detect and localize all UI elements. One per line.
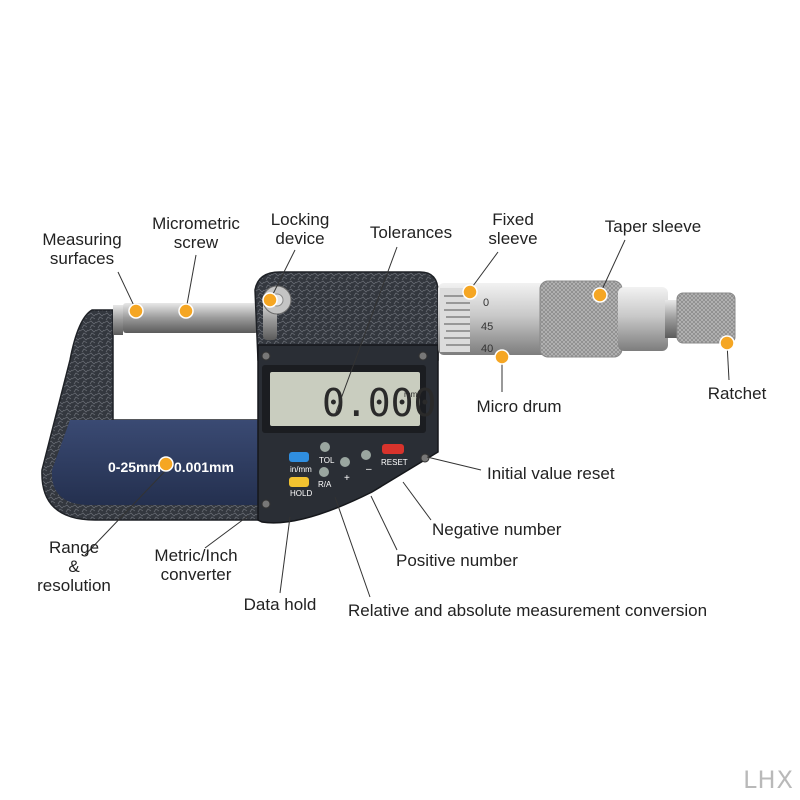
label-relative-absolute: Relative and absolute measurement conver… [348, 601, 708, 620]
minus-label: – [366, 464, 372, 475]
range-text: 0-25mm [108, 459, 161, 475]
resolution-text: 0.001mm [174, 459, 234, 475]
label-positive-number: Positive number [396, 551, 518, 570]
label-metric-inch: Metric/Inch converter [154, 546, 238, 584]
minus-button[interactable] [361, 450, 371, 460]
label-locking-device: Locking device [270, 210, 330, 248]
reset-button[interactable] [382, 444, 404, 454]
label-range-resolution: Range & resolution [37, 538, 111, 595]
in-mm-label: in/mm [290, 465, 312, 474]
plus-label: + [344, 473, 350, 484]
screw-top-left [261, 351, 271, 361]
label-ratchet: Ratchet [707, 384, 767, 403]
scale-mark-40: 40 [481, 343, 493, 355]
watermark: LHX [743, 766, 794, 794]
label-data-hold: Data hold [243, 595, 317, 614]
scale-mark-45: 45 [481, 321, 493, 333]
label-micro-drum: Micro drum [476, 397, 562, 416]
main-housing [254, 271, 439, 361]
taper-sleeve [539, 280, 623, 358]
label-measuring-surfaces: Measuring surfaces [42, 230, 122, 268]
scale-mark-0: 0 [483, 297, 489, 309]
ra-label: R/A [318, 480, 332, 489]
tol-label: TOL [319, 456, 335, 465]
ratchet[interactable] [676, 292, 736, 344]
label-negative-number: Negative number [432, 520, 562, 539]
range-panel [51, 420, 263, 505]
screw-bottom-right [420, 453, 430, 463]
hold-label: HOLD [290, 489, 312, 498]
screw-bottom-left [261, 499, 271, 509]
reset-label: RESET [381, 458, 408, 467]
hold-button[interactable] [289, 477, 309, 487]
lcd-unit: mm [404, 390, 418, 399]
plus-button[interactable] [340, 457, 350, 467]
micro-drum-scale [440, 288, 470, 352]
in-mm-button[interactable] [289, 452, 309, 462]
leader-lines [84, 239, 730, 598]
ratchet-neck [665, 300, 679, 338]
label-fixed-sleeve: Fixed sleeve [488, 210, 538, 248]
label-taper-sleeve: Taper sleeve [604, 217, 702, 236]
screw-top-right [418, 351, 428, 361]
callout-dots [128, 284, 735, 472]
label-initial-value-reset: Initial value reset [487, 464, 615, 483]
ra-button[interactable] [319, 467, 329, 477]
tol-button[interactable] [320, 442, 330, 452]
taper-end [618, 287, 668, 351]
spindle [123, 303, 258, 333]
anvil [113, 305, 123, 335]
lcd-screen [270, 372, 420, 426]
lcd-value: 0.000 [322, 381, 436, 425]
label-tolerances: Tolerances [369, 223, 453, 242]
label-micrometric-screw: Micrometric screw [152, 214, 240, 252]
